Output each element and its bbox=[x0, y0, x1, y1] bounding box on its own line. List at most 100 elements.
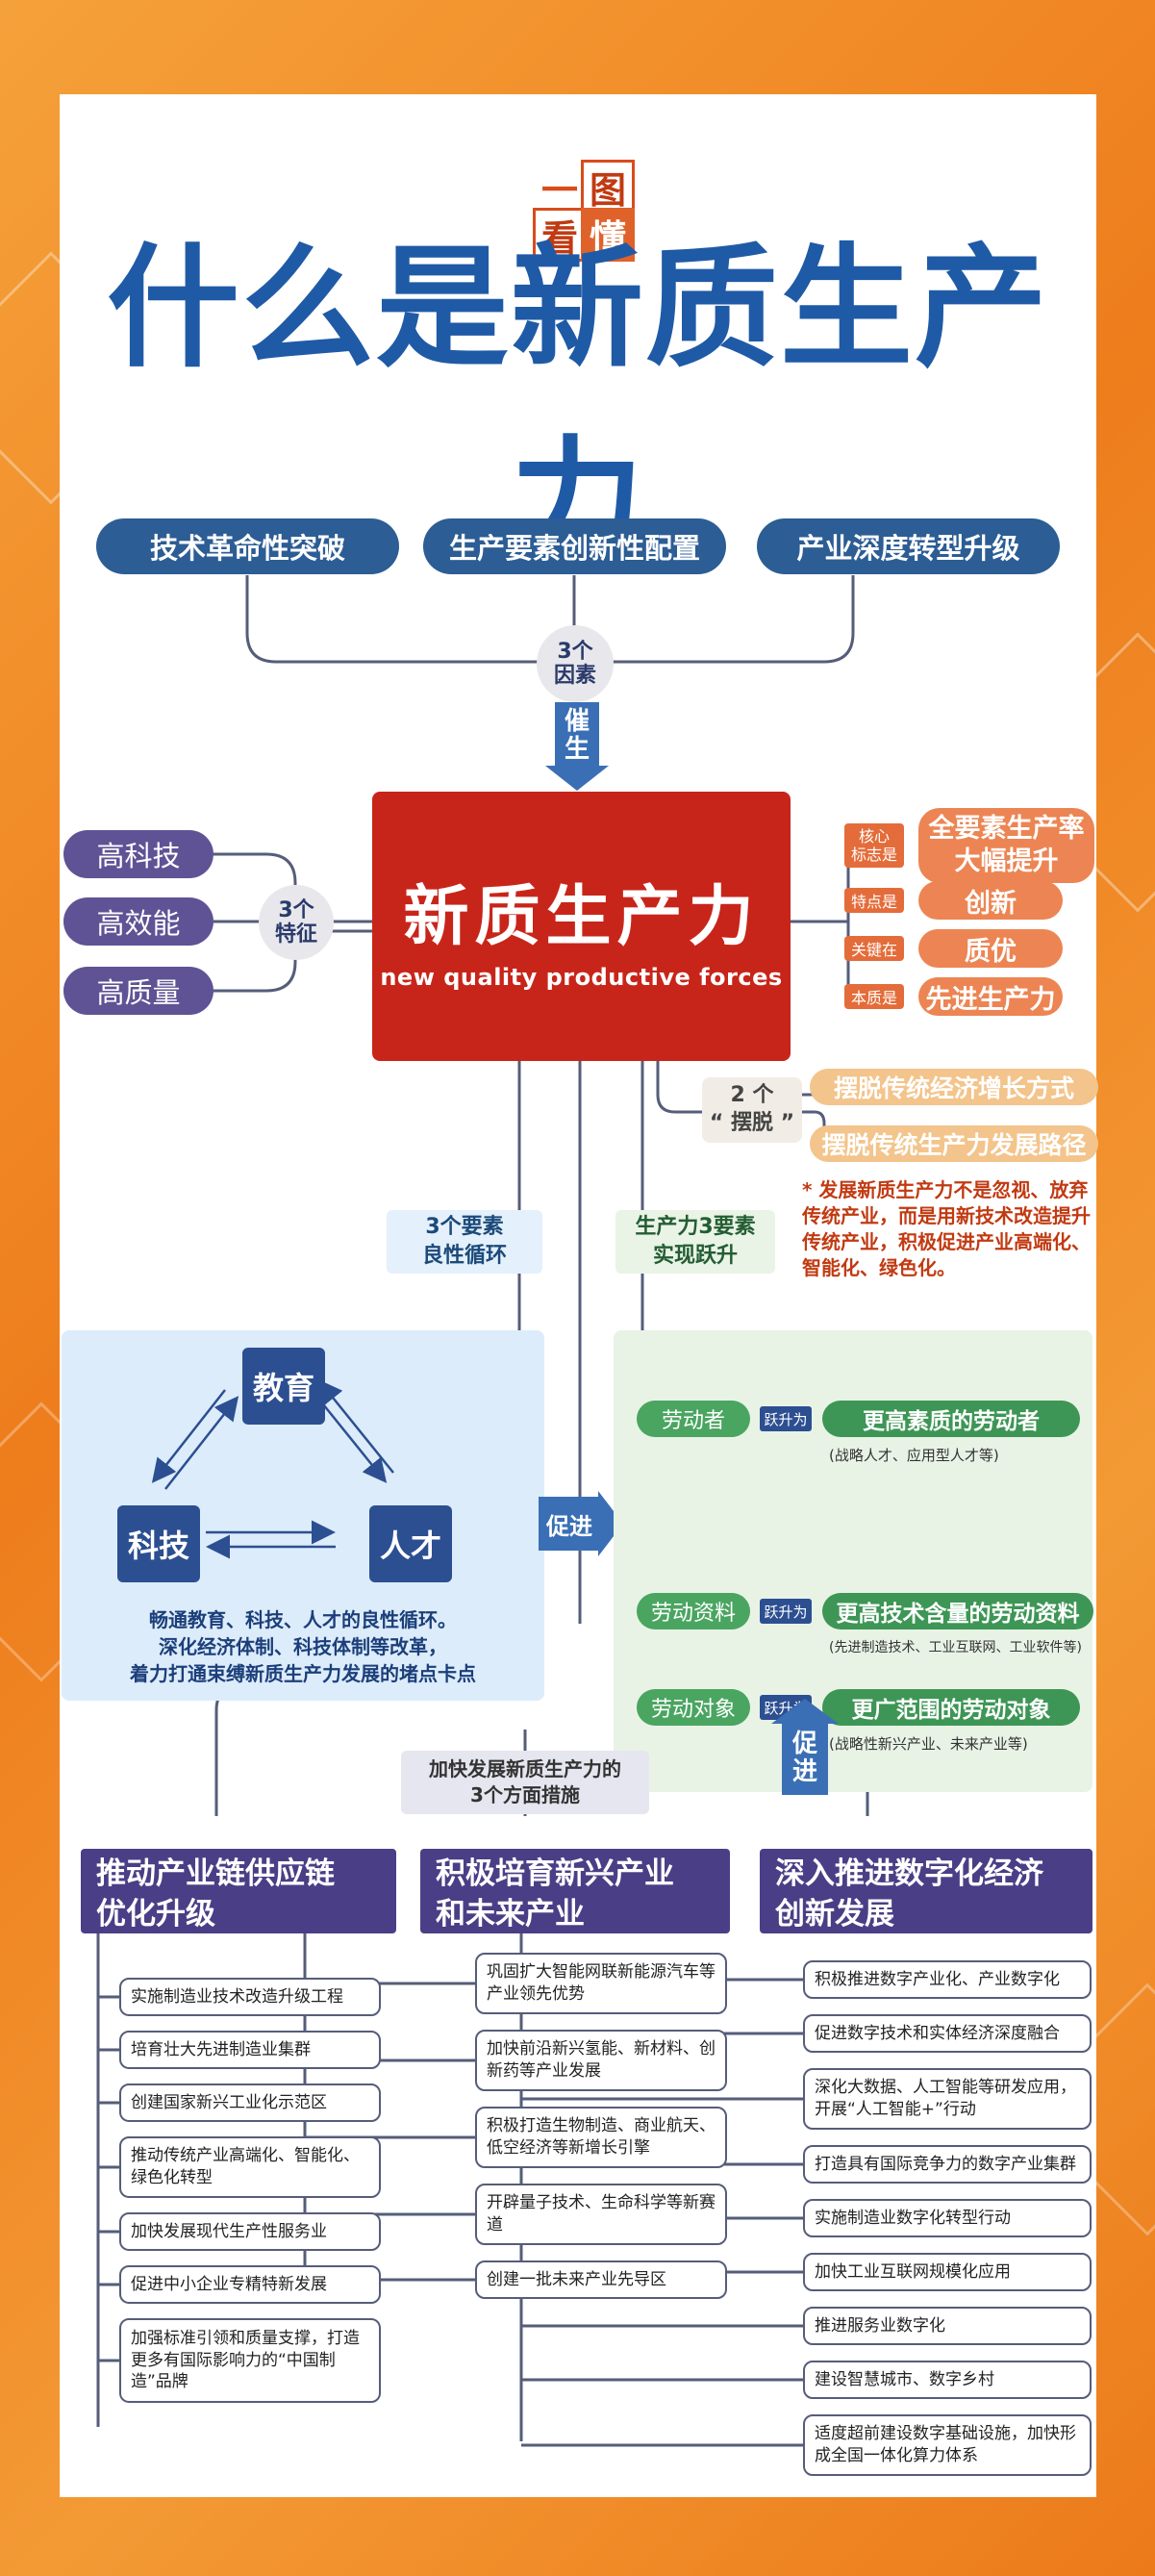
logo-char-4: 懂 bbox=[581, 208, 635, 262]
cycle-node-education: 教育 bbox=[242, 1348, 325, 1425]
column-3-title: 深入推进数字化经济 创新发展 bbox=[760, 1849, 1092, 1933]
prop-value-1: 全要素生产率 大幅提升 bbox=[918, 808, 1094, 883]
column-2-item: 巩固扩大智能网联新能源汽车等产业领先优势 bbox=[475, 1953, 727, 2014]
elements-label-line2: 良性循环 bbox=[421, 1244, 507, 1268]
column-1-title-line2: 优化升级 bbox=[96, 1896, 215, 1932]
cycle-node-technology: 科技 bbox=[117, 1505, 200, 1582]
column-1-item: 加强标准引领和质量支撑，打造更多有国际影响力的“中国制造”品牌 bbox=[119, 2318, 381, 2403]
breakaway-line2: “ 摆脱 ” bbox=[709, 1111, 795, 1135]
promote-up-line1: 促 bbox=[791, 1730, 817, 1759]
feature-count-line1: 3个 bbox=[278, 897, 314, 922]
breakaway-line1: 2 个 bbox=[730, 1083, 774, 1108]
column-2-item: 积极打造生物制造、商业航天、低空经济等新增长引擎 bbox=[475, 2107, 727, 2168]
cycle-caption-line1: 畅通教育、科技、人才的良性循环。 bbox=[149, 1608, 457, 1631]
column-3-item: 深化大数据、人工智能等研发应用，开展“人工智能+”行动 bbox=[803, 2068, 1092, 2130]
cycle-caption-line2: 深化经济体制、科技体制等改革， bbox=[159, 1635, 447, 1658]
prop-value-1-line1: 全要素生产率 bbox=[928, 814, 1085, 845]
leap-tag-2: 跃升为 bbox=[760, 1599, 812, 1624]
factor-pill-3: 产业深度转型升级 bbox=[757, 518, 1060, 574]
column-2-item: 加快前沿新兴氢能、新材料、创新药等产业发展 bbox=[475, 2030, 727, 2091]
column-3-item: 积极推进数字产业化、产业数字化 bbox=[803, 1960, 1092, 1999]
measures-label-line1: 加快发展新质生产力的 bbox=[429, 1757, 621, 1780]
promote-arrow-right: 促进 bbox=[539, 1491, 625, 1556]
prop-tag-1-line1: 核心 bbox=[858, 826, 890, 846]
feature-pill-1: 高科技 bbox=[63, 830, 213, 878]
leap-tag-1: 跃升为 bbox=[760, 1406, 812, 1431]
infographic-card: 一 图 看 懂 什么是新质生产力 技术革命性突破 生产要素创新性配置 产业深度转… bbox=[60, 94, 1098, 2497]
leap-from-1: 劳动者 bbox=[637, 1401, 750, 1437]
leap-label-line1: 生产力3要素 bbox=[635, 1215, 756, 1240]
leap-label: 生产力3要素 实现跃升 bbox=[615, 1210, 775, 1274]
column-1-item: 培育壮大先进制造业集群 bbox=[119, 2031, 381, 2069]
elements-label-line1: 3个要素 bbox=[425, 1215, 504, 1240]
prop-tag-2: 特点是 bbox=[844, 888, 904, 913]
prop-tag-1: 核心 标志是 bbox=[844, 823, 904, 868]
cycle-caption-line3: 着力打通束缚新质生产力发展的堵点卡点 bbox=[130, 1662, 476, 1685]
catalyze-line2: 生 bbox=[564, 735, 590, 764]
leap-from-2: 劳动资料 bbox=[637, 1593, 750, 1629]
leap-note-2: (先进制造技术、工业互联网、工业软件等) bbox=[829, 1640, 1082, 1655]
measures-label: 加快发展新质生产力的 3个方面措施 bbox=[401, 1751, 649, 1814]
column-3-title-line1: 深入推进数字化经济 bbox=[775, 1856, 1043, 1891]
factor-count-line2: 因素 bbox=[553, 664, 596, 688]
column-3-item: 加快工业互联网规模化应用 bbox=[803, 2253, 1092, 2291]
breakaway-item-1: 摆脱传统经济增长方式 bbox=[810, 1069, 1098, 1105]
cycle-arrows bbox=[151, 1379, 394, 1559]
leap-to-1: 更高素质的劳动者 bbox=[822, 1401, 1080, 1437]
factor-count-circle: 3个 因素 bbox=[537, 625, 614, 702]
column-2-item: 开辟量子技术、生命科学等新赛道 bbox=[475, 2184, 727, 2245]
column-2-title-line2: 和未来产业 bbox=[436, 1896, 585, 1932]
elements-cycle-label: 3个要素 良性循环 bbox=[387, 1210, 542, 1274]
column-3-item: 促进数字技术和实体经济深度融合 bbox=[803, 2014, 1092, 2053]
prop-value-2: 创新 bbox=[918, 881, 1063, 920]
breakaway-item-2: 摆脱传统生产力发展路径 bbox=[810, 1125, 1098, 1162]
promote-up-line2: 进 bbox=[791, 1757, 817, 1786]
column-3-item: 打造具有国际竞争力的数字产业集群 bbox=[803, 2145, 1092, 2184]
feature-count-line2: 特征 bbox=[274, 922, 317, 947]
column-1-item: 实施制造业技术改造升级工程 bbox=[119, 1978, 381, 2016]
factor-count-line1: 3个 bbox=[557, 639, 593, 664]
cycle-node-talent: 人才 bbox=[369, 1505, 452, 1582]
leap-to-2: 更高技术含量的劳动资料 bbox=[822, 1593, 1093, 1629]
prop-value-3: 质优 bbox=[918, 929, 1063, 968]
leap-note-3: (战略性新兴产业、未来产业等) bbox=[829, 1735, 1028, 1753]
column-3-item: 推进服务业数字化 bbox=[803, 2307, 1092, 2345]
catalyze-arrow: 催 生 bbox=[545, 702, 609, 791]
note-text: * 发展新质生产力不是忽视、放弃传统产业，而是用新技术改造提升传统产业，积极促进… bbox=[802, 1178, 1091, 1279]
core-concept-block: 新质生产力 new quality productive forces bbox=[372, 792, 791, 1061]
leap-from-3: 劳动对象 bbox=[637, 1689, 750, 1726]
leap-note-1: (战略人才、应用型人才等) bbox=[829, 1447, 999, 1464]
catalyze-line1: 催 bbox=[564, 707, 590, 737]
column-2-title: 积极培育新兴产业 和未来产业 bbox=[420, 1849, 730, 1933]
logo-char-1: 一 bbox=[540, 168, 578, 212]
factor-pill-2: 生产要素创新性配置 bbox=[423, 518, 726, 574]
column-3-title-line2: 创新发展 bbox=[775, 1896, 894, 1932]
logo-char-3: 看 bbox=[533, 208, 587, 262]
feature-count-circle: 3个 特征 bbox=[259, 885, 334, 960]
prop-tag-3: 关键在 bbox=[844, 936, 904, 961]
feature-pill-2: 高效能 bbox=[63, 897, 213, 946]
leap-label-line2: 实现跃升 bbox=[652, 1244, 738, 1268]
prop-tag-4: 本质是 bbox=[844, 984, 904, 1009]
cycle-caption: 畅通教育、科技、人才的良性循环。 深化经济体制、科技体制等改革， 着力打通束缚新… bbox=[69, 1603, 537, 1691]
column-1-item: 创建国家新兴工业化示范区 bbox=[119, 2084, 381, 2122]
column-1-item: 推动传统产业高端化、智能化、绿色化转型 bbox=[119, 2136, 381, 2198]
column-1-item: 加快发展现代生产性服务业 bbox=[119, 2212, 381, 2251]
column-1-title-line1: 推动产业链供应链 bbox=[96, 1856, 335, 1891]
column-1-title: 推动产业链供应链 优化升级 bbox=[81, 1849, 396, 1933]
leap-to-3: 更广范围的劳动对象 bbox=[822, 1689, 1080, 1726]
column-3-item: 建设智慧城市、数字乡村 bbox=[803, 2361, 1092, 2399]
page-title: 什么是新质生产力 bbox=[106, 231, 1049, 578]
breakaway-label: 2 个 “ 摆脱 ” bbox=[702, 1077, 802, 1143]
column-3-item: 实施制造业数字化转型行动 bbox=[803, 2199, 1092, 2237]
column-2-item: 创建一批未来产业先导区 bbox=[475, 2260, 727, 2299]
core-subtitle: new quality productive forces bbox=[380, 963, 783, 991]
feature-pill-3: 高质量 bbox=[63, 967, 213, 1015]
promote-arrow-up: 促 进 bbox=[771, 1699, 839, 1795]
prop-value-4: 先进生产力 bbox=[918, 977, 1063, 1016]
factor-pill-1: 技术革命性突破 bbox=[96, 518, 399, 574]
prop-value-1-line2: 大幅提升 bbox=[954, 846, 1059, 876]
column-1-item: 促进中小企业专精特新发展 bbox=[119, 2265, 381, 2304]
column-3-item: 适度超前建设数字基础设施，加快形成全国一体化算力体系 bbox=[803, 2414, 1092, 2476]
prop-tag-1-line2: 标志是 bbox=[850, 846, 897, 864]
